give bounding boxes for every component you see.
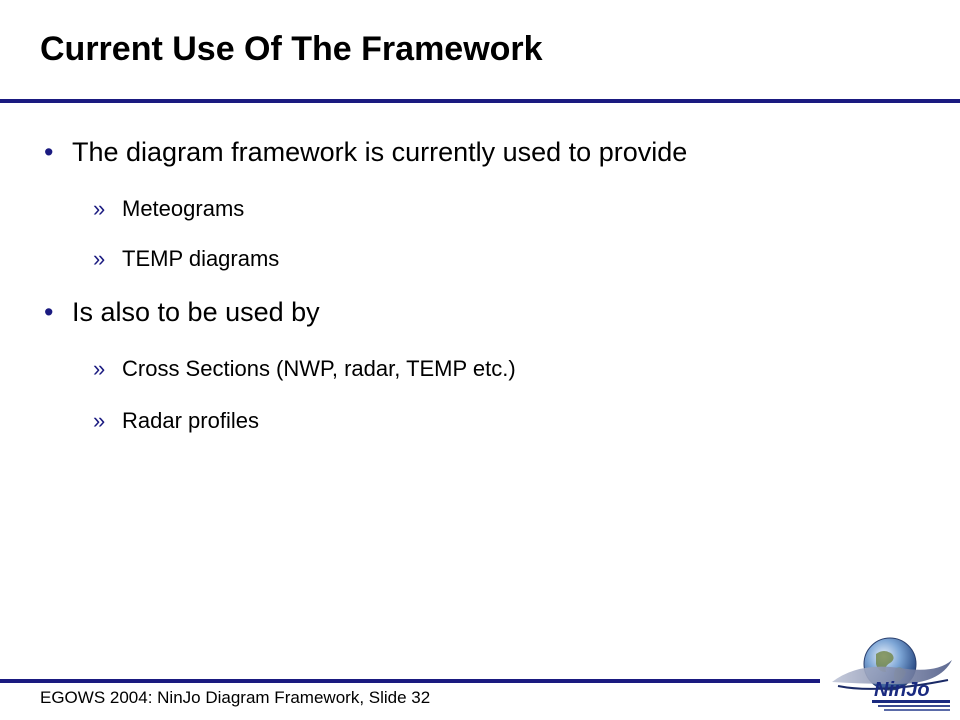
sub-bullet-item: » TEMP diagrams [93, 246, 279, 272]
bullet-text: Is also to be used by [72, 297, 320, 327]
ninjo-globe-logo-icon: NinJo [828, 634, 956, 714]
logo-graphic: NinJo [832, 637, 952, 711]
bullet-marker: • [44, 297, 54, 327]
sub-bullet-text: Cross Sections (NWP, radar, TEMP etc.) [122, 356, 516, 381]
sub-bullet-marker: » [93, 246, 106, 271]
bullet-list: • The diagram framework is currently used… [44, 137, 687, 434]
slide-footer: EGOWS 2004: NinJo Diagram Framework, Sli… [40, 688, 431, 707]
bullet-text: The diagram framework is currently used … [72, 137, 688, 167]
logo-wordmark: NinJo [874, 679, 930, 701]
sub-bullet-text: Meteograms [122, 196, 245, 221]
footer-divider [0, 679, 820, 683]
bullet-item: • The diagram framework is currently used… [44, 137, 687, 168]
sub-bullet-item: » Meteograms [93, 196, 244, 222]
slide-title: Current Use Of The Framework [40, 30, 543, 68]
sub-bullet-marker: » [93, 408, 106, 433]
sub-bullet-marker: » [93, 196, 106, 221]
sub-bullet-marker: » [93, 356, 106, 381]
sub-bullet-text: Radar profiles [122, 408, 259, 433]
sub-bullet-item: » Cross Sections (NWP, radar, TEMP etc.) [93, 356, 516, 382]
sub-bullet-text: TEMP diagrams [122, 246, 280, 271]
bullet-item: • Is also to be used by [44, 297, 320, 328]
title-divider [0, 99, 960, 103]
bullet-marker: • [44, 137, 54, 167]
sub-bullet-item: » Radar profiles [93, 408, 259, 434]
